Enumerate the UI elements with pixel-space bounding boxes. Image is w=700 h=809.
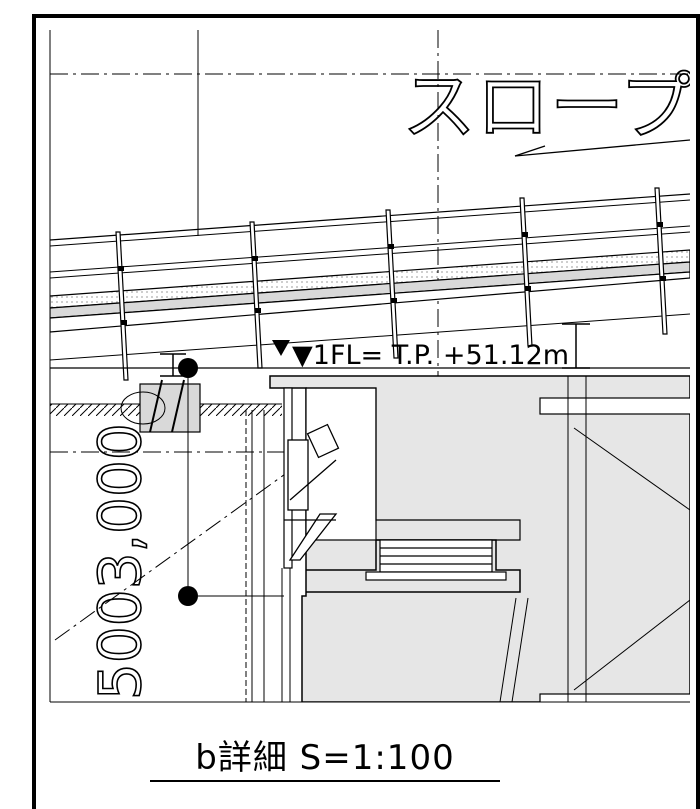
ground-hatch xyxy=(50,403,282,416)
retaining-wall xyxy=(245,387,293,702)
bearing xyxy=(365,539,507,581)
level-triangle xyxy=(272,340,290,356)
handrail-joints xyxy=(118,222,666,325)
slope-arrow xyxy=(514,139,690,157)
anchor-block xyxy=(120,379,201,433)
drawing-frame xyxy=(32,14,700,809)
slope-label: スロープ xyxy=(402,64,694,150)
dimension-text: 5003,000 xyxy=(86,423,154,700)
concrete-structure xyxy=(269,375,690,702)
sloped-deck xyxy=(50,193,690,361)
beam-sections xyxy=(160,323,590,377)
leader-dots xyxy=(178,358,284,606)
detail-caption: b詳細 S=1:100 xyxy=(150,728,500,782)
expansion-device xyxy=(284,423,340,561)
level-marker-text: ▼1FL= T.P. +51.12m xyxy=(292,340,569,371)
